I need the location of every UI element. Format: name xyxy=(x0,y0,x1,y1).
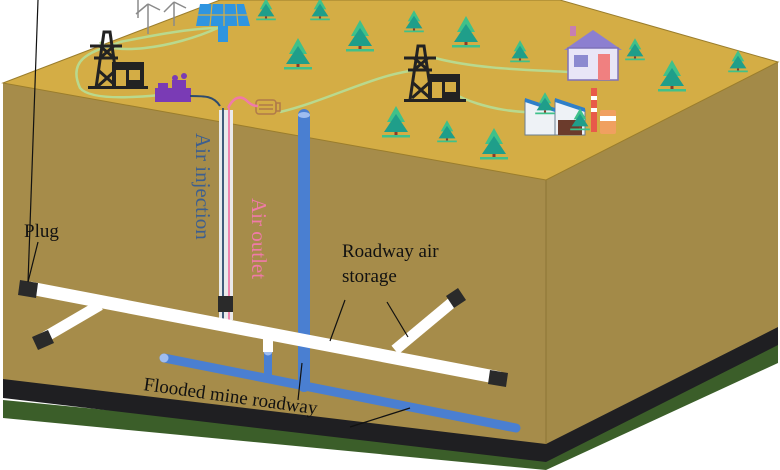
tree-icon xyxy=(570,108,590,131)
air-outlet-label: Air outlet xyxy=(247,198,271,279)
wind-turbine-icon xyxy=(135,0,187,34)
roadway-air-storage xyxy=(28,281,502,385)
water-cap xyxy=(159,353,169,363)
tree-icon xyxy=(625,38,645,61)
tree-icon xyxy=(284,38,312,70)
tree-icon xyxy=(510,40,530,63)
side-face xyxy=(546,62,778,444)
tree-icon xyxy=(535,92,555,115)
roadway-air-storage-label-1: Roadway air xyxy=(342,241,439,262)
coal-layer xyxy=(3,326,778,462)
compressor-icon xyxy=(155,73,191,102)
tree-icon xyxy=(382,106,410,138)
tree-icon xyxy=(346,20,374,52)
tree-icon xyxy=(256,0,276,21)
pylon-icon xyxy=(404,44,436,101)
front-face xyxy=(3,83,546,444)
tree-icon xyxy=(658,60,686,92)
factory-icon xyxy=(524,88,616,136)
leader-lines xyxy=(27,0,411,428)
pylon-icon xyxy=(90,30,122,89)
tree-icon xyxy=(480,128,508,160)
injection-pipe-surface xyxy=(189,95,221,107)
outlet-pipe-surface xyxy=(226,96,259,109)
tree-icon xyxy=(310,0,330,21)
tree-icon xyxy=(437,120,457,143)
substation-icon xyxy=(404,74,466,102)
shaft-plug xyxy=(218,296,233,312)
generator-icon xyxy=(255,99,281,115)
trees xyxy=(256,0,748,160)
tree-icon xyxy=(404,10,424,33)
plug-icon xyxy=(18,280,508,387)
plug-label: Plug xyxy=(24,221,59,242)
house-icon xyxy=(564,26,622,81)
tree-icon xyxy=(728,50,748,73)
air-injection-label: Air injection xyxy=(191,133,215,240)
solar-panel-icon xyxy=(196,3,250,42)
tree-icon xyxy=(452,16,480,48)
roadway-air-storage-label-2: storage xyxy=(342,266,397,287)
water-cap xyxy=(298,112,310,118)
shaft xyxy=(219,110,233,320)
substation-icon xyxy=(88,62,148,89)
